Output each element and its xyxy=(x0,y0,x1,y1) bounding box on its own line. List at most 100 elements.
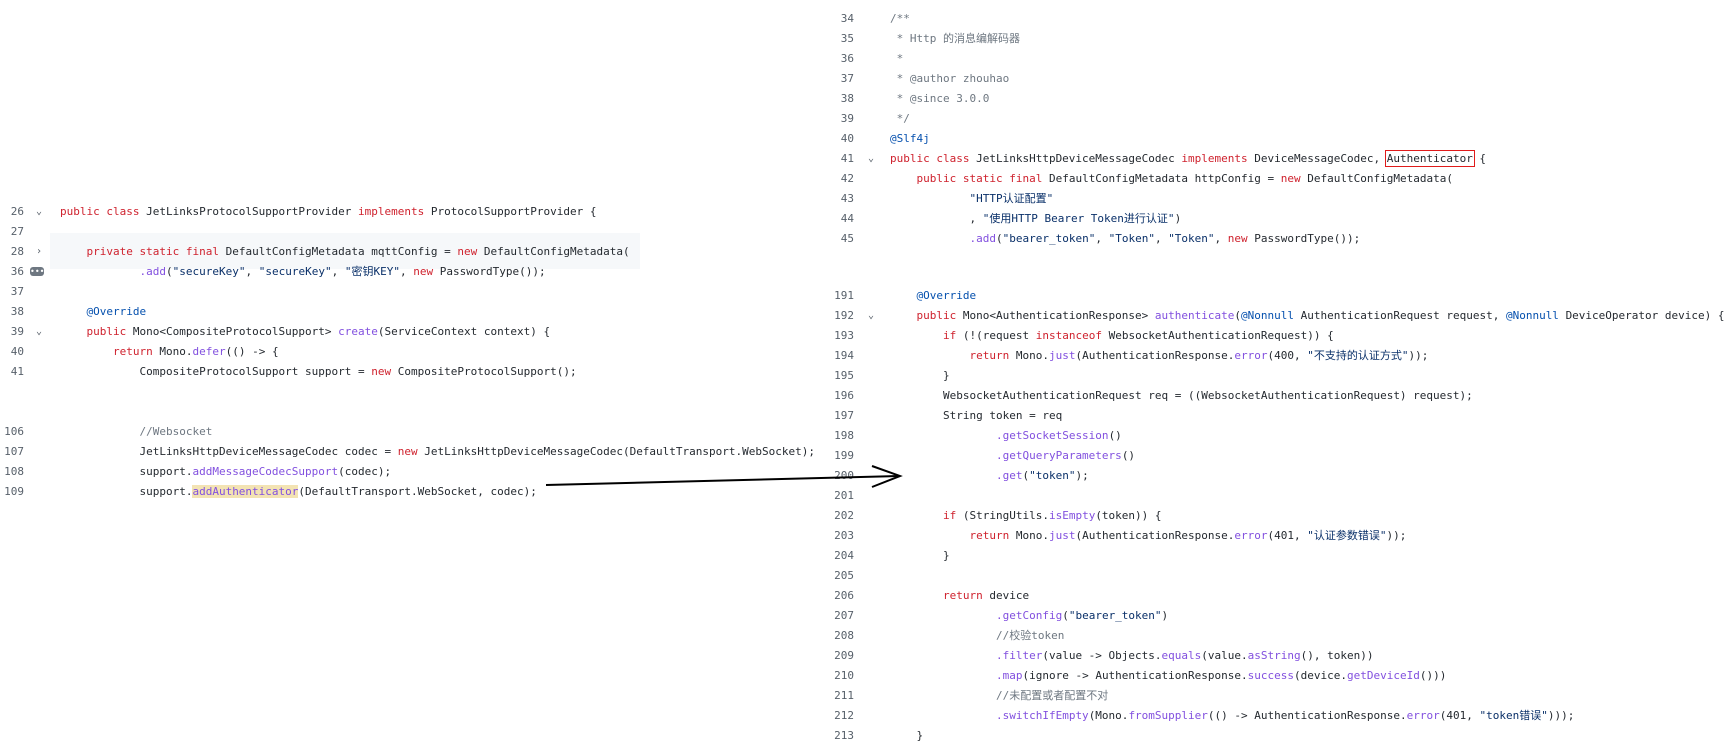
code-token xyxy=(890,709,996,722)
line-number: 27 xyxy=(10,225,24,238)
code-token: public xyxy=(86,325,133,338)
code-token: ProtocolSupportProvider { xyxy=(430,205,597,218)
line-number: 211 xyxy=(834,689,854,702)
code-text: public class JetLinksHttpDeviceMessageCo… xyxy=(890,150,1486,168)
code-token: Mono<CompositeProtocolSupport> xyxy=(132,325,339,338)
code-token: just xyxy=(1048,529,1076,542)
line-number: 36 xyxy=(840,52,854,65)
code-text: } xyxy=(890,727,923,745)
code-token: //未配置或者配置不对 xyxy=(995,689,1109,702)
code-token: create xyxy=(338,325,378,338)
code-token xyxy=(890,329,943,342)
code-token: JetLinksHttpDeviceMessageCodec xyxy=(976,152,1182,165)
code-text: return device xyxy=(890,587,1029,605)
code-token xyxy=(60,425,139,438)
code-token: WebsocketAuthenticationRequest)) { xyxy=(1108,329,1334,342)
code-token: PasswordType()); xyxy=(439,265,546,278)
code-token: ( xyxy=(1234,309,1242,322)
code-token: (401, xyxy=(1267,529,1308,542)
code-token: JetLinksHttpDeviceMessageCodec(DefaultTr… xyxy=(424,445,815,458)
code-token: @Slf4j xyxy=(890,132,930,145)
code-token xyxy=(890,349,969,362)
line-number: 43 xyxy=(840,192,854,205)
code-token: fromSupplier xyxy=(1128,709,1208,722)
code-text: * Http 的消息编解码器 xyxy=(890,30,1020,48)
code-token xyxy=(890,609,996,622)
code-text: //Websocket xyxy=(60,423,212,441)
code-token: PasswordType()); xyxy=(1254,232,1361,245)
code-token: @Override xyxy=(916,289,977,302)
line-number: 200 xyxy=(834,469,854,482)
code-text: } xyxy=(890,547,950,565)
code-token: DefaultConfigMetadata( xyxy=(1307,172,1453,185)
code-token: * xyxy=(890,52,904,65)
code-token: defer xyxy=(192,345,226,358)
code-token: (!(request xyxy=(962,329,1036,342)
code-token: ( xyxy=(165,265,173,278)
code-token: (400, xyxy=(1267,349,1308,362)
line-number: 206 xyxy=(834,589,854,602)
chevron-down-icon[interactable]: ⌄ xyxy=(35,206,43,217)
code-token: (token)) { xyxy=(1095,509,1162,522)
chevron-down-icon[interactable]: ⌄ xyxy=(867,310,875,321)
code-token: public class xyxy=(890,152,977,165)
code-text: @Slf4j xyxy=(890,130,930,148)
code-token: () xyxy=(1121,449,1136,462)
code-token: WebsocketAuthenticationRequest req = ((W… xyxy=(890,389,1473,402)
line-number: 40 xyxy=(840,132,854,145)
code-token: "bearer_token" xyxy=(1068,609,1162,622)
code-token: } xyxy=(890,549,950,562)
code-text: .filter(value -> Objects.equals(value.as… xyxy=(890,647,1374,665)
chevron-down-icon[interactable]: ⌄ xyxy=(867,153,875,164)
line-number: 192 xyxy=(834,309,854,322)
highlighted-method: addAuthenticator xyxy=(192,485,299,498)
code-text: */ xyxy=(890,110,910,128)
code-token: ( xyxy=(1062,609,1069,622)
line-number: 38 xyxy=(10,305,24,318)
code-token: Mono. xyxy=(159,345,193,358)
code-token xyxy=(60,265,139,278)
line-number: 195 xyxy=(834,369,854,382)
chevron-down-icon[interactable]: ⌄ xyxy=(35,326,43,337)
code-token xyxy=(60,325,87,338)
code-token xyxy=(890,649,996,662)
code-token: authenticate xyxy=(1154,309,1235,322)
code-text: * @since 3.0.0 xyxy=(890,90,990,108)
line-number: 44 xyxy=(840,212,854,225)
code-token xyxy=(890,192,969,205)
collapsed-block-shade xyxy=(50,233,640,269)
ellipsis-icon[interactable]: ••• xyxy=(30,266,45,276)
code-text: .add("bearer_token", "Token", "Token", n… xyxy=(890,230,1360,248)
line-number: 193 xyxy=(834,329,854,342)
code-token: implements xyxy=(1181,152,1255,165)
code-token: error xyxy=(1234,529,1268,542)
code-token: Mono<AuthenticationResponse> xyxy=(962,309,1155,322)
line-number: 208 xyxy=(834,629,854,642)
code-text: String token = req xyxy=(890,407,1062,425)
code-token xyxy=(890,232,969,245)
code-token: (() -> { xyxy=(225,345,279,358)
code-token: .getConfig xyxy=(995,609,1063,622)
line-number: 194 xyxy=(834,349,854,362)
code-text: .get("token"); xyxy=(890,467,1089,485)
code-token: return xyxy=(969,529,1016,542)
code-token xyxy=(890,289,917,302)
line-number: 209 xyxy=(834,649,854,662)
code-token: return xyxy=(942,589,990,602)
code-token xyxy=(890,689,996,702)
line-number: 39 xyxy=(840,112,854,125)
code-token: .get xyxy=(995,469,1023,482)
line-number: 199 xyxy=(834,449,854,462)
code-token: return xyxy=(969,349,1016,362)
code-token: JetLinksProtocolSupportProvider xyxy=(146,205,359,218)
code-token xyxy=(890,509,943,522)
line-number: 28 xyxy=(10,245,24,258)
line-number: 108 xyxy=(4,465,24,478)
code-text: support.addMessageCodecSupport(codec); xyxy=(60,463,391,481)
code-text: /** xyxy=(890,10,910,28)
code-text: .add("secureKey", "secureKey", "密钥KEY", … xyxy=(60,263,546,281)
code-token: * Http 的消息编解码器 xyxy=(890,32,1020,45)
chevron-right-icon[interactable]: › xyxy=(35,246,43,257)
code-token: @Nonnull xyxy=(1505,309,1566,322)
code-token: , xyxy=(399,265,414,278)
